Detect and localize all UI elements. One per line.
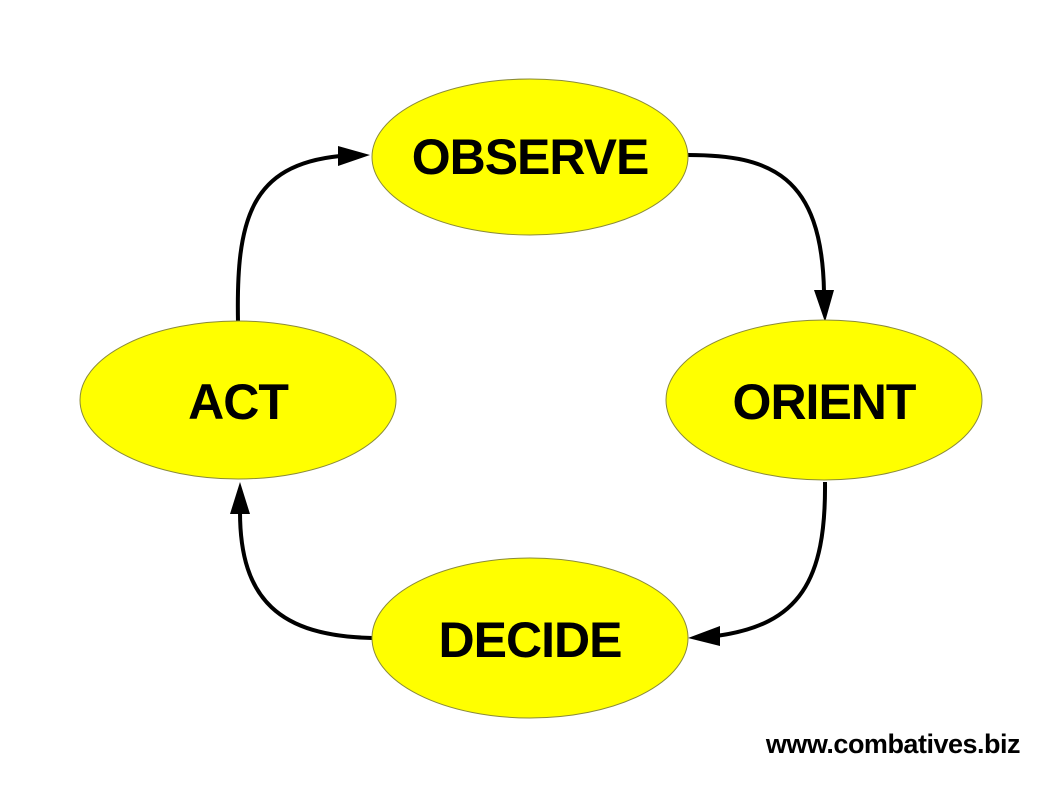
arrow-decide-to-act bbox=[230, 482, 373, 640]
website-url[interactable]: www.combatives.biz bbox=[765, 729, 1021, 759]
node-observe-label: OBSERVE bbox=[412, 129, 649, 185]
node-decide: DECIDE bbox=[371, 557, 689, 719]
node-act: ACT bbox=[79, 320, 397, 480]
node-act-label: ACT bbox=[188, 374, 288, 430]
node-orient-label: ORIENT bbox=[733, 374, 916, 430]
node-orient: ORIENT bbox=[665, 319, 983, 481]
arrow-observe-to-orient bbox=[687, 153, 834, 322]
arrow-orient-to-decide bbox=[688, 481, 828, 646]
node-observe: OBSERVE bbox=[371, 78, 689, 236]
arrow-act-to-observe bbox=[235, 146, 370, 323]
node-decide-label: DECIDE bbox=[439, 612, 622, 668]
